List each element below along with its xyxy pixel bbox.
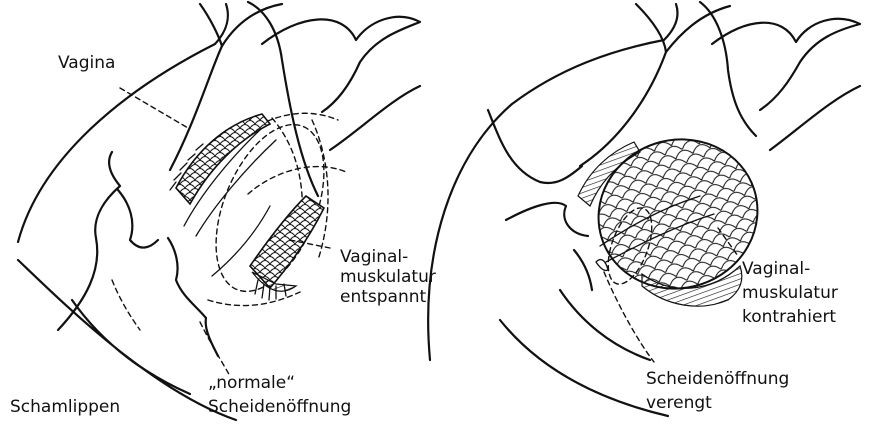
label-vagina: Vagina — [58, 53, 115, 73]
left-labia-inner — [118, 190, 158, 248]
right-cut-surface — [574, 250, 592, 290]
left-cut-surface — [168, 238, 218, 356]
left-vagina-leader — [120, 88, 188, 128]
label-labia: Schamlippen — [10, 397, 120, 417]
right-uterus-outline — [666, 2, 756, 136]
left-perineum — [18, 260, 236, 420]
label-right-muscle-3: kontrahiert — [742, 307, 836, 327]
left-muscle-lower — [250, 196, 324, 288]
right-rectum-line — [770, 86, 860, 150]
label-right-opening-2: verengt — [646, 393, 712, 413]
left-rectum-line — [330, 86, 420, 150]
label-right-opening-1: Scheidenöffnung — [646, 369, 789, 389]
right-body-contour-back — [580, 4, 666, 166]
left-labia-leader — [112, 280, 140, 330]
left-bladder-arc — [262, 17, 420, 112]
label-left-muscle-1: Vaginal- — [340, 247, 408, 267]
left-opening-leader — [200, 322, 230, 376]
right-labia-curve — [488, 110, 582, 183]
right-perineum — [500, 290, 668, 416]
left-uterus-outline — [222, 2, 318, 196]
label-right-muscle-1: Vaginal- — [742, 259, 810, 279]
label-left-muscle-3: entspannt — [340, 287, 427, 307]
left-labia-outer — [58, 152, 120, 330]
right-figure: Vaginal- muskulatur kontrahiert Scheiden… — [428, 2, 860, 416]
left-figure: Vagina Vaginal- muskulatur entspannt „no… — [10, 2, 436, 420]
label-left-opening-2: Scheidenöffnung — [208, 397, 351, 417]
label-left-opening-1: „normale“ — [208, 373, 295, 393]
label-left-muscle-2: muskulatur — [340, 267, 436, 287]
right-muscle-ball — [579, 119, 777, 309]
label-right-muscle-2: muskulatur — [742, 283, 838, 303]
right-labia-outer — [506, 203, 588, 236]
